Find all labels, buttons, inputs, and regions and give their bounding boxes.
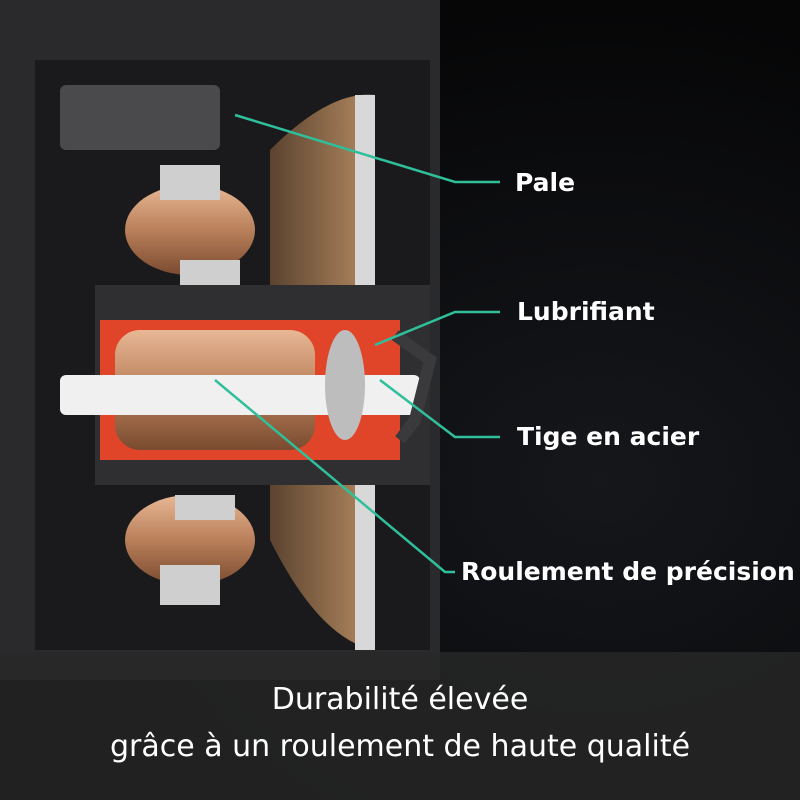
callout-lubricant: Lubrifiant (517, 297, 655, 326)
stator-lamination (160, 565, 220, 605)
steel-shaft (60, 375, 420, 415)
copper-coil-top (125, 185, 255, 275)
callout-blade: Pale (515, 168, 576, 197)
caption-banner: Durabilité élevée grâce à un roulement d… (0, 652, 800, 800)
callout-steel-shaft: Tige en acier (517, 422, 700, 451)
callout-line-shaft (379, 379, 500, 439)
stator-lamination (175, 495, 235, 520)
blade-block (60, 85, 220, 150)
caption-line-2: grâce à un roulement de haute qualité (109, 729, 691, 764)
stator-lamination (160, 165, 220, 200)
callout-line-blade (234, 113, 500, 184)
stator-lamination (180, 260, 240, 285)
callout-line-lubricant (374, 310, 500, 347)
callout-line-bearing (214, 379, 455, 574)
bearing-washer (325, 330, 365, 440)
caption-line-1: Durabilité élevée (271, 682, 529, 717)
bearing-retainer (391, 330, 437, 444)
callout-precision-bearing: Roulement de précision (461, 557, 795, 586)
